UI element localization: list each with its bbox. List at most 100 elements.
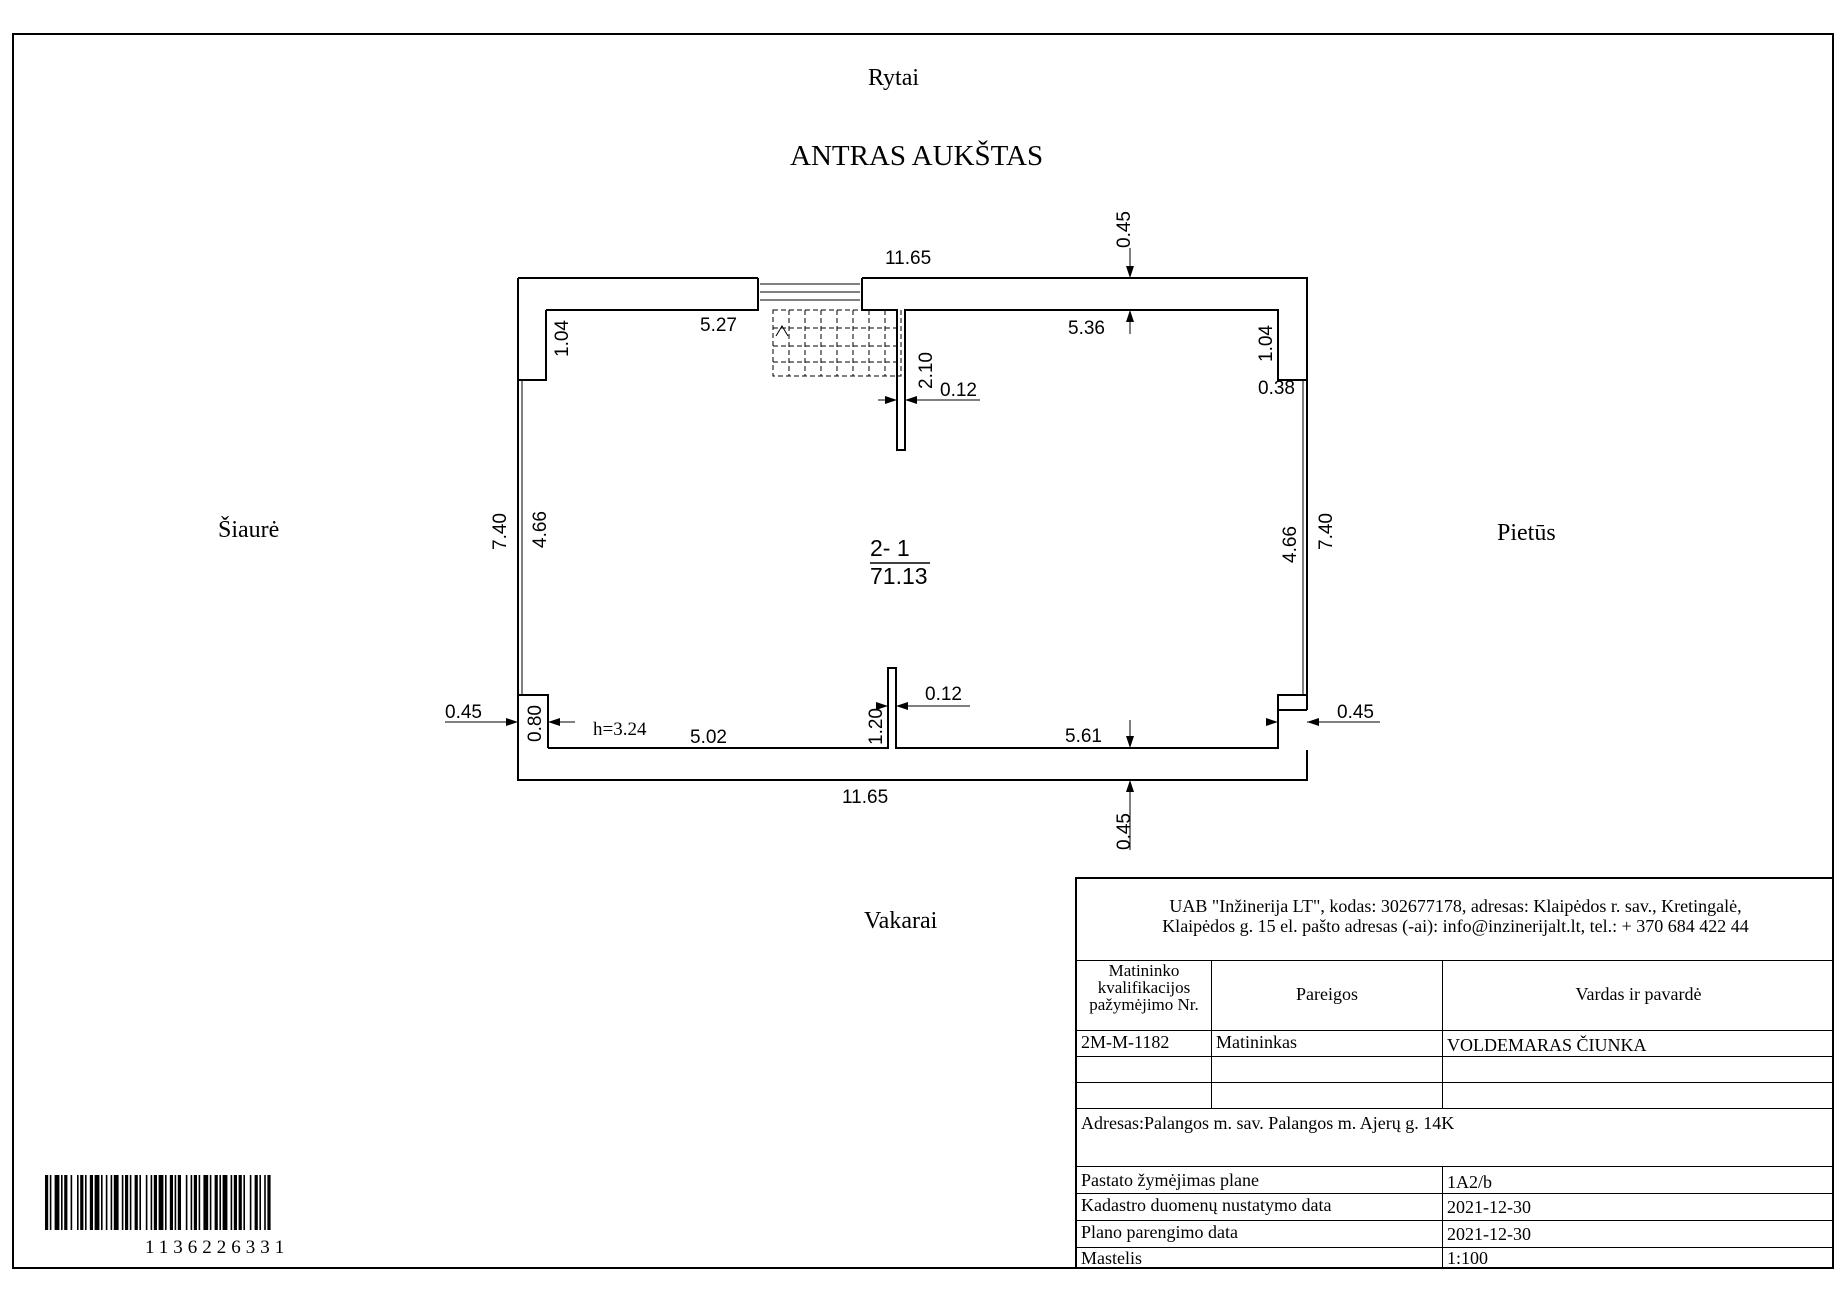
barcode-bar [80,1175,84,1230]
barcode-bar [193,1175,197,1230]
barcode-bar [230,1175,233,1230]
barcode-bar [54,1175,60,1230]
barcode-bar [158,1175,164,1230]
compass-south-label: Pietūs [1497,520,1556,546]
barcode-bar [185,1175,188,1230]
barcode-bar [190,1175,193,1230]
right-bottom-pier [1277,694,1307,710]
room-id: 2- 1 [870,535,910,561]
barcode-bar [243,1175,245,1230]
plan-title: ANTRAS AUKŠTAS [790,140,1044,172]
field-label-scale: Mastelis [1077,1248,1443,1269]
row2-name [1443,1057,1834,1083]
barcode-bar [203,1175,209,1230]
dim-wall-right-ext: 0.45 [1337,702,1374,723]
barcode-bar [70,1175,73,1230]
header-name: Vardas ir pavardė [1443,961,1834,1031]
stair-arrow [775,325,789,337]
barcode-bar [198,1175,201,1230]
stairs [772,309,902,377]
barcode-bar [89,1175,93,1230]
barcode-bar [61,1175,63,1230]
dim-top-left-inner: 5.27 [700,315,737,336]
dim-wall-bottom-ext: 0.45 [1114,813,1135,850]
row3-name [1443,1083,1834,1109]
title-block: UAB "Inžinerija LT", kodas: 302677178, a… [1075,877,1834,1269]
dim-wall-top: 0.12 [940,380,977,401]
dim-bottom-right-inner: 5.61 [1065,726,1102,747]
field-value-scale: 1:100 [1447,1248,1489,1268]
barcode-bar [139,1175,141,1230]
barcode-bar [264,1175,266,1230]
inner-wall-top-left [518,310,547,381]
company-info: UAB "Inžinerija LT", kodas: 302677178, a… [1077,879,1834,961]
barcode-bar [259,1175,261,1230]
barcode-bar [94,1175,100,1230]
dim-right-window: 4.66 [1280,526,1301,563]
barcode-bar [105,1175,108,1230]
barcode-bar [129,1175,132,1230]
barcode-bar [174,1175,177,1230]
company-line-2: Klaipėdos g. 15 el. pašto adresas (-ai):… [1162,916,1749,936]
barcode [45,1175,271,1230]
barcode-bar [214,1175,218,1230]
dim-right-total: 7.40 [1316,513,1337,550]
dim-top-right-inner: 5.36 [1068,318,1105,339]
barcode-bar [169,1175,173,1230]
row3-cert [1077,1083,1212,1109]
drawing-frame [12,33,1834,1269]
dim-wall-top-ext: 0.45 [1114,211,1135,248]
dim-bottom-total: 11.65 [842,787,888,808]
dim-wall-bottom: 0.12 [925,684,962,705]
field-label-plan-date: Plano parengimo data [1077,1221,1443,1248]
barcode-bar [125,1175,129,1230]
dim-wall-left-ext: 0.45 [445,702,482,723]
dim-left-total: 7.40 [490,513,511,550]
barcode-bar [238,1175,242,1230]
header-cert: Matininko kvalifikacijos pažymėjimo Nr. [1077,961,1212,1031]
compass-north-label: Šiaurė [218,517,280,543]
barcode-bar [254,1175,258,1230]
barcode-bar [45,1175,49,1230]
row1-name: VOLDEMARAS ČIUNKA [1443,1031,1834,1057]
dim-bottom-left-pier: 0.80 [525,705,546,742]
dim-top-total: 11.65 [885,248,931,269]
barcode-number: 1136226331 [145,1237,290,1258]
barcode-bar [145,1175,148,1230]
barcode-bar [85,1175,87,1230]
field-label-marking: Pastato žymėjimas plane [1077,1167,1443,1194]
barcode-bar [219,1175,221,1230]
barcode-bar [222,1175,228,1230]
barcode-bar [267,1175,271,1230]
barcode-bar [101,1175,103,1230]
field-value-marking: 1A2/b [1443,1167,1834,1194]
field-label-cadastre-date: Kadastro duomenų nustatymo data [1077,1194,1443,1221]
barcode-bar [64,1175,68,1230]
dim-arrowheads [506,266,1319,792]
barcode-bar [177,1175,181,1230]
barcode-bar [77,1175,79,1230]
row2-cert [1077,1057,1212,1083]
dim-stair-wall: 2.10 [916,352,937,389]
inner-wall-bottom [518,667,1307,749]
row1-cert: 2M-M-1182 [1077,1031,1212,1057]
room-area: 71.13 [870,563,928,589]
barcode-bar [113,1175,119,1230]
ceiling-height: h=3.24 [593,719,647,740]
address: Adresas:Palangos m. sav. Palangos m. Aje… [1077,1109,1834,1167]
dim-top-right-pier: 1.04 [1256,325,1277,362]
row1-duties: Matininkas [1212,1031,1443,1057]
barcode-bar [49,1175,52,1230]
header-duties: Pareigos [1212,961,1443,1031]
dim-left-window: 4.66 [530,511,551,548]
dim-bottom-wall-stub: 1.20 [866,708,887,745]
barcode-bar [110,1175,113,1230]
dim-wall-right-corner: 0.38 [1258,378,1295,399]
barcode-bar [134,1175,138,1230]
compass-west-label: Vakarai [864,908,938,934]
barcode-bar [150,1175,153,1230]
row2-duties [1212,1057,1443,1083]
dim-top-left-pier: 1.04 [552,320,573,357]
compass-east-label: Rytai [868,65,920,91]
